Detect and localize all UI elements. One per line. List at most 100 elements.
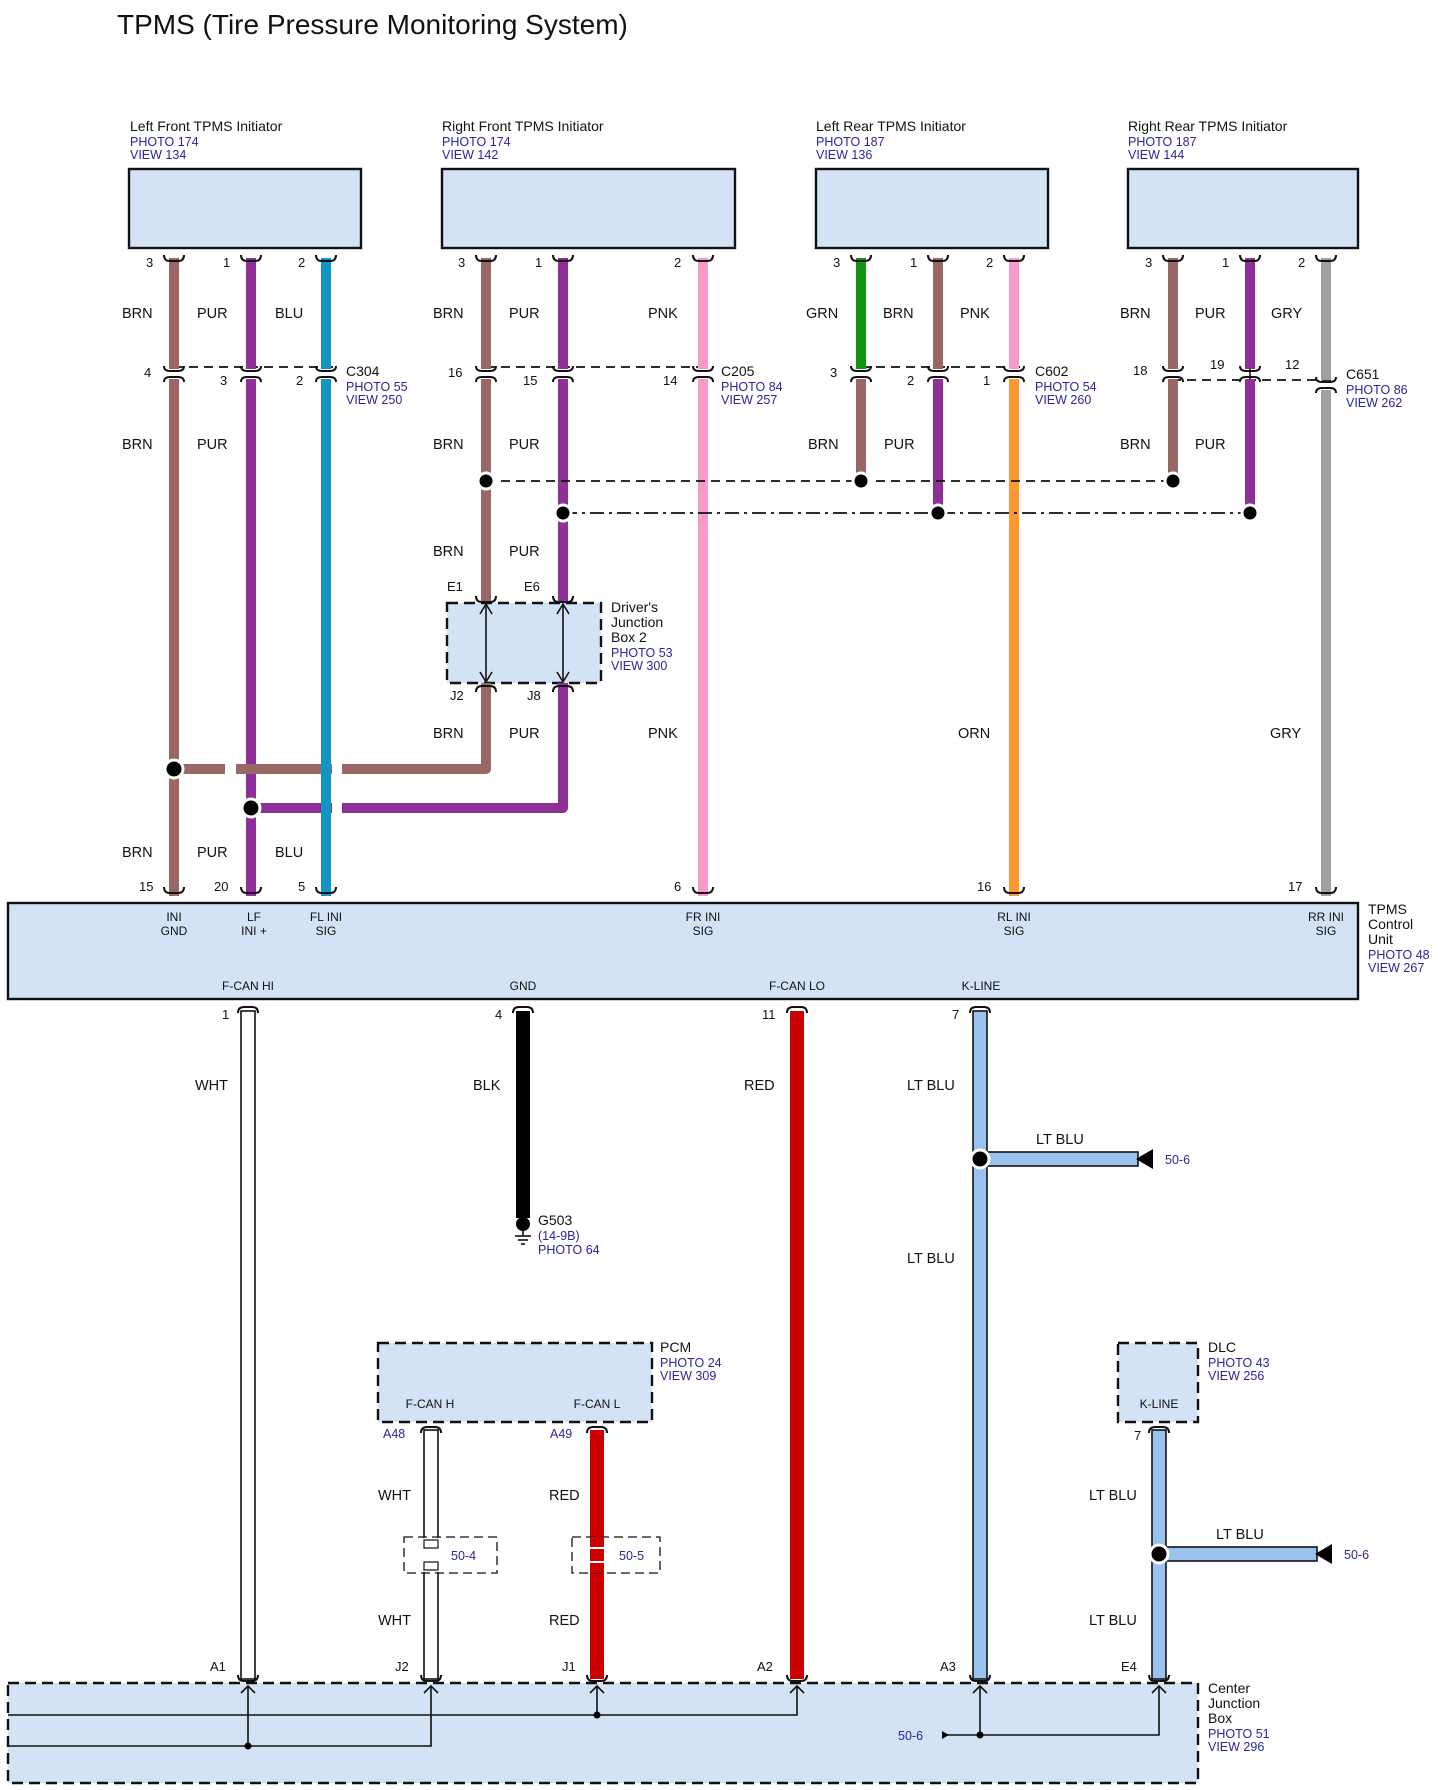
- splice-point: [163, 758, 185, 780]
- svg-text:RED: RED: [549, 1613, 580, 1629]
- pin-label: E1: [447, 579, 463, 594]
- svg-text:PUR: PUR: [1195, 437, 1226, 453]
- control-unit-body: [6, 901, 1360, 1001]
- tpms-control-unit: TPMS Control Unit PHOTO 48 VIEW 267 INI …: [6, 901, 1430, 1001]
- unit-pin-name: RR INI: [1308, 910, 1344, 924]
- splice-point: [553, 503, 573, 523]
- svg-text:BRN: BRN: [122, 845, 153, 861]
- svg-text:19: 19: [1210, 357, 1224, 372]
- junction-box-body: [445, 601, 603, 685]
- svg-text:6: 6: [674, 879, 681, 894]
- view-ref: VIEW 257: [721, 393, 777, 407]
- svg-text:4: 4: [495, 1007, 502, 1022]
- unit-pin-name: FR INI: [686, 910, 721, 924]
- svg-text:GND: GND: [161, 924, 188, 938]
- wires-middle: [169, 379, 1331, 896]
- svg-text:PUR: PUR: [509, 306, 540, 322]
- svg-text:3: 3: [833, 255, 840, 270]
- svg-text:LT BLU: LT BLU: [907, 1251, 955, 1267]
- view-ref: VIEW 267: [1368, 961, 1424, 975]
- dlc: DLC PHOTO 43 VIEW 256 K-LINE 7: [1116, 1339, 1270, 1443]
- initiator-name: Left Rear TPMS Initiator: [816, 118, 966, 134]
- svg-text:1: 1: [223, 255, 230, 270]
- page-ref: 50-6: [1165, 1153, 1190, 1167]
- svg-text:PUR: PUR: [884, 437, 915, 453]
- svg-text:WHT: WHT: [378, 1488, 411, 1504]
- dlc-label: DLC: [1208, 1339, 1236, 1355]
- splice-point: [476, 471, 496, 491]
- view-ref: VIEW 134: [130, 148, 186, 162]
- svg-text:5: 5: [298, 879, 305, 894]
- page-ref: 50-6: [1344, 1548, 1369, 1562]
- svg-text:BLU: BLU: [275, 845, 303, 861]
- svg-text:20: 20: [214, 879, 228, 894]
- svg-text:12: 12: [1285, 357, 1299, 372]
- svg-text:BLU: BLU: [275, 306, 303, 322]
- pin-label: A1: [210, 1659, 226, 1674]
- wire-pur-route: [251, 689, 568, 813]
- svg-text:SIG: SIG: [316, 924, 337, 938]
- left-rear-initiator: Left Rear TPMS Initiator PHOTO 187 VIEW …: [814, 118, 1050, 250]
- svg-text:Junction: Junction: [611, 614, 663, 630]
- svg-text:PNK: PNK: [648, 306, 678, 322]
- svg-text:BLK: BLK: [473, 1078, 501, 1094]
- bus-fcan-lo: [8, 1687, 798, 1716]
- photo-ref: PHOTO 24: [660, 1356, 722, 1370]
- photo-ref: PHOTO 64: [538, 1243, 600, 1257]
- view-ref: VIEW 142: [442, 148, 498, 162]
- right-front-initiator: Right Front TPMS Initiator PHOTO 174 VIE…: [440, 118, 737, 250]
- svg-text:1: 1: [983, 373, 990, 388]
- pin-label: A2: [757, 1659, 773, 1674]
- pin-label: A49: [550, 1427, 572, 1441]
- photo-ref: PHOTO 43: [1208, 1356, 1270, 1370]
- svg-text:BRN: BRN: [883, 306, 914, 322]
- pin-label: J2: [395, 1659, 409, 1674]
- pin-label: J2: [450, 688, 464, 703]
- svg-text:ORN: ORN: [958, 726, 990, 742]
- pcm: PCM PHOTO 24 VIEW 309 F-CAN H F-CAN L A4…: [376, 1339, 722, 1441]
- page-title: TPMS (Tire Pressure Monitoring System): [117, 9, 628, 40]
- center-junction-box: Center Junction Box PHOTO 51 VIEW 296 50…: [6, 1659, 1270, 1785]
- ground-icon: [516, 1217, 530, 1231]
- svg-text:Control: Control: [1368, 916, 1413, 932]
- photo-ref: PHOTO 48: [1368, 948, 1430, 962]
- initiator-name: Left Front TPMS Initiator: [130, 118, 283, 134]
- svg-text:1: 1: [535, 255, 542, 270]
- wires-upper: [169, 258, 1331, 380]
- view-ref: VIEW 144: [1128, 148, 1184, 162]
- initiator-name: Right Front TPMS Initiator: [442, 118, 604, 134]
- connector-labels: C304 PHOTO 55 VIEW 250 C205 PHOTO 84 VIE…: [346, 363, 1408, 410]
- svg-text:BRN: BRN: [433, 726, 464, 742]
- svg-text:3: 3: [146, 255, 153, 270]
- connector-marks: [163, 254, 1337, 894]
- svg-text:7: 7: [952, 1007, 959, 1022]
- splice-point: [969, 1148, 991, 1170]
- svg-text:2: 2: [907, 373, 914, 388]
- svg-text:BRN: BRN: [1120, 437, 1151, 453]
- unit-pin-name: FL INI: [310, 910, 342, 924]
- wire-ltblu-branch: [979, 1151, 1139, 1167]
- svg-text:2: 2: [298, 255, 305, 270]
- svg-text:INI +: INI +: [241, 924, 267, 938]
- svg-text:LT BLU: LT BLU: [1089, 1488, 1137, 1504]
- initiator-box: [814, 167, 1050, 250]
- junction-box-label: Driver's: [611, 599, 658, 615]
- photo-ref: PHOTO 174: [130, 135, 199, 149]
- svg-text:1: 1: [222, 1007, 229, 1022]
- ref-arrow: [1315, 1544, 1332, 1564]
- photo-ref: PHOTO 174: [442, 135, 511, 149]
- splice-point: [240, 797, 262, 819]
- photo-ref: PHOTO 86: [1346, 383, 1408, 397]
- svg-text:Box 2: Box 2: [611, 629, 647, 645]
- svg-text:1: 1: [1222, 255, 1229, 270]
- wire-ltblu-branch: [1158, 1546, 1318, 1562]
- svg-text:2: 2: [1298, 255, 1305, 270]
- connector-id: C651: [1346, 366, 1380, 382]
- center-junction-box-body: [6, 1681, 1200, 1785]
- view-ref: VIEW 309: [660, 1369, 716, 1383]
- svg-text:3: 3: [830, 365, 837, 380]
- svg-text:PNK: PNK: [960, 306, 990, 322]
- svg-text:BRN: BRN: [122, 306, 153, 322]
- svg-text:SIG: SIG: [1316, 924, 1337, 938]
- svg-text:Junction: Junction: [1208, 1695, 1260, 1711]
